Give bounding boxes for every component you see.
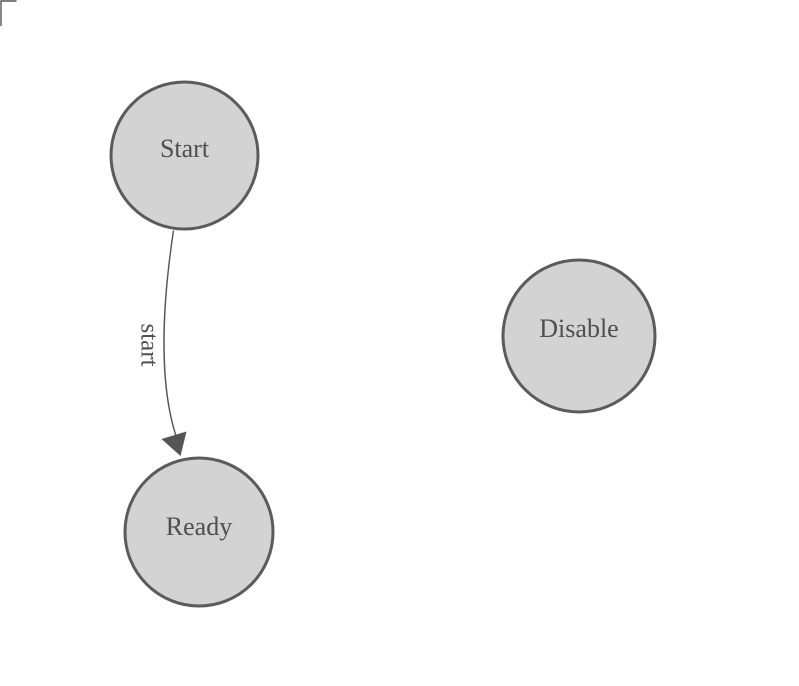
node-start[interactable]: Start [109,80,260,231]
node-start-circle [109,80,260,231]
node-disable-circle [501,258,657,414]
edge-start-to-ready[interactable]: start [136,230,187,457]
edge-label: start [136,323,163,366]
node-start-label: Start [160,134,210,163]
node-ready-label: Ready [166,512,232,541]
node-disable-label: Disable [539,314,618,343]
canvas-corner-mark [0,0,17,26]
arrowhead-icon [161,431,187,456]
node-ready-circle [123,456,275,608]
node-disable[interactable]: Disable [501,258,657,414]
node-ready[interactable]: Ready [123,456,275,608]
edge-line [163,230,177,437]
